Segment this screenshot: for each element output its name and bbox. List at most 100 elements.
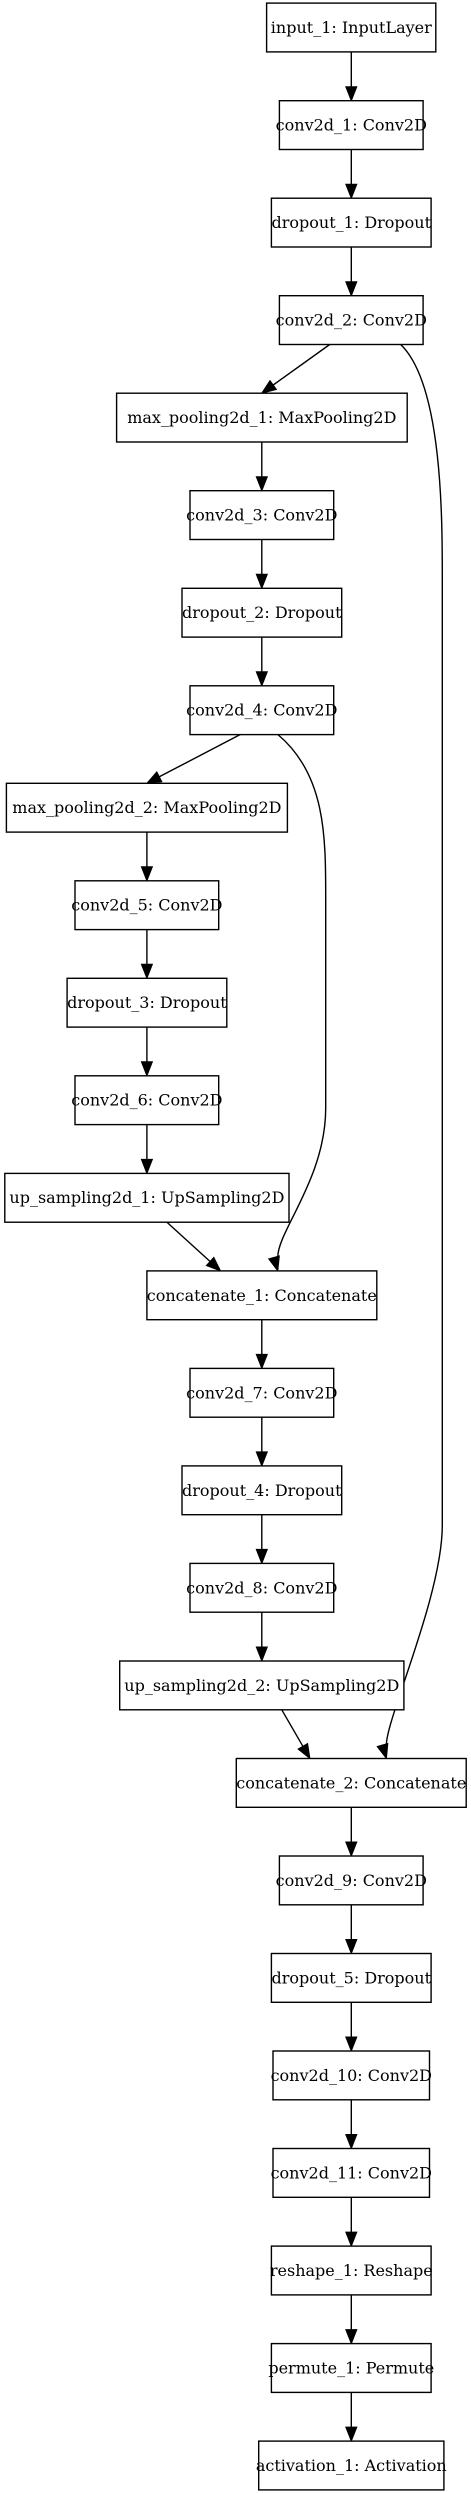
arrowhead [205, 1256, 222, 1272]
edge-line [166, 1221, 211, 1263]
edge-conv2d-4-to-concatenate-1 [267, 733, 327, 1273]
edge-dropout-3-to-conv2d-6 [140, 1027, 154, 1078]
arrowhead [255, 1646, 269, 1663]
nodes-layer: input_1: InputLayer conv2d_1: Conv2D dropo… [4, 2, 467, 2491]
node-conv2d-5: conv2d_5: Conv2D [71, 880, 223, 931]
edge-conv2d-1-to-dropout-1 [345, 149, 358, 200]
node-label: dropout_3: Dropout [67, 993, 227, 1012]
arrowhead [345, 2134, 358, 2150]
node-box [5, 782, 289, 833]
node-box [181, 587, 343, 638]
edge-conv2d-7-to-dropout-4 [255, 1417, 269, 1468]
edge-conv2d-3-to-dropout-2 [255, 539, 269, 590]
node-dropout-4: dropout_4: Dropout [181, 1465, 343, 1516]
node-label: conv2d_8: Conv2D [186, 1578, 337, 1597]
node-box [258, 2440, 445, 2491]
node-label: conv2d_10: Conv2D [271, 2066, 432, 2085]
node-max-pooling2d-2: max_pooling2d_2: MaxPooling2D [5, 782, 289, 833]
node-label: conv2d_1: Conv2D [276, 116, 427, 135]
node-up-sampling2d-1: up_sampling2d_1: UpSampling2D [4, 1172, 290, 1223]
node-box [181, 1465, 343, 1516]
node-box [189, 1562, 335, 1613]
edge-dropout-1-to-conv2d-2 [345, 246, 358, 298]
node-conv2d-6: conv2d_6: Conv2D [71, 1075, 223, 1126]
edge-input-1-to-conv2d-1 [345, 51, 358, 103]
edge-concatenate-2-to-conv2d-9 [345, 1807, 358, 1858]
node-box [272, 2050, 431, 2101]
node-dropout-5: dropout_5: Dropout [270, 1952, 432, 2003]
edge-conv2d-5-to-dropout-3 [140, 929, 154, 980]
node-box [265, 2, 437, 53]
node-label: reshape_1: Reshape [270, 2261, 433, 2280]
arrowhead [345, 2329, 358, 2345]
arrowhead [255, 573, 269, 590]
edge-up-sampling2d-2-to-concatenate-2 [281, 1709, 311, 1760]
node-conv2d-4: conv2d_4: Conv2D [186, 685, 337, 736]
arrowhead [145, 771, 163, 784]
node-label: conv2d_3: Conv2D [186, 506, 337, 525]
node-box [118, 1660, 405, 1711]
edge-dropout-5-to-conv2d-10 [345, 2002, 358, 2053]
node-label: conv2d_2: Conv2D [276, 311, 427, 330]
edge-concatenate-1-to-conv2d-7 [255, 1319, 269, 1370]
edge-conv2d-2-to-max-pooling2d-1 [260, 343, 331, 394]
node-label: conv2d_6: Conv2D [71, 1091, 222, 1110]
arrowhead [345, 2231, 358, 2248]
arrowhead [345, 1841, 358, 1858]
edge-conv2d-11-to-reshape-1 [345, 2197, 358, 2248]
node-conv2d-8: conv2d_8: Conv2D [186, 1562, 337, 1613]
node-box [270, 1952, 432, 2003]
node-label: max_pooling2d_1: MaxPooling2D [127, 408, 396, 427]
arrowhead [255, 671, 269, 688]
node-label: conv2d_4: Conv2D [186, 701, 337, 720]
node-conv2d-10: conv2d_10: Conv2D [271, 2050, 432, 2101]
node-box [272, 2147, 431, 2198]
edge-permute-1-to-activation-1 [345, 2392, 358, 2443]
arrowhead [376, 1742, 389, 1760]
node-label: max_pooling2d_2: MaxPooling2D [12, 798, 281, 817]
edge-line [277, 733, 327, 1257]
node-label: up_sampling2d_2: UpSampling2D [124, 1676, 399, 1695]
node-conv2d-11: conv2d_11: Conv2D [271, 2147, 432, 2198]
node-box [189, 490, 335, 541]
node-box [66, 977, 228, 1028]
node-label: dropout_5: Dropout [272, 1968, 432, 1987]
edge-line [158, 733, 241, 778]
node-max-pooling2d-1: max_pooling2d_1: MaxPooling2D [115, 392, 408, 443]
edge-line [385, 343, 443, 1745]
node-conv2d-9: conv2d_9: Conv2D [276, 1855, 427, 1906]
node-input-1: input_1: InputLayer [265, 2, 437, 53]
node-reshape-1: reshape_1: Reshape [270, 2245, 433, 2296]
node-label: dropout_2: Dropout [182, 603, 342, 622]
node-label: conv2d_7: Conv2D [186, 1383, 337, 1402]
node-box [115, 392, 408, 443]
arrowhead [140, 1158, 154, 1175]
edge-line [281, 1709, 304, 1747]
node-dropout-3: dropout_3: Dropout [66, 977, 228, 1028]
arrowhead [345, 2426, 358, 2443]
node-box [270, 2342, 432, 2394]
arrowhead [345, 1939, 358, 1955]
node-label: conv2d_5: Conv2D [71, 896, 222, 915]
edge-up-sampling2d-1-to-concatenate-1 [166, 1221, 222, 1272]
arrowhead [140, 963, 154, 980]
node-activation-1: activation_1: Activation [256, 2440, 447, 2491]
arrowhead [140, 866, 154, 883]
node-box [278, 99, 424, 151]
node-label: concatenate_2: Concatenate [236, 1773, 466, 1792]
node-box [74, 1075, 220, 1126]
arrowhead [255, 1548, 269, 1565]
node-concatenate-2: concatenate_2: Concatenate [235, 1757, 467, 1808]
edge-conv2d-10-to-conv2d-11 [345, 2099, 358, 2150]
node-label: permute_1: Permute [268, 2359, 434, 2378]
node-up-sampling2d-2: up_sampling2d_2: UpSampling2D [118, 1660, 405, 1711]
node-box [270, 2245, 432, 2296]
edge-conv2d-4-to-max-pooling2d-2 [145, 733, 241, 784]
node-dropout-2: dropout_2: Dropout [181, 587, 343, 638]
edge-dropout-4-to-conv2d-8 [255, 1514, 269, 1565]
arrowhead [345, 86, 358, 103]
node-box [270, 197, 432, 248]
node-dropout-1: dropout_1: Dropout [270, 197, 432, 248]
node-label: dropout_1: Dropout [272, 213, 432, 232]
